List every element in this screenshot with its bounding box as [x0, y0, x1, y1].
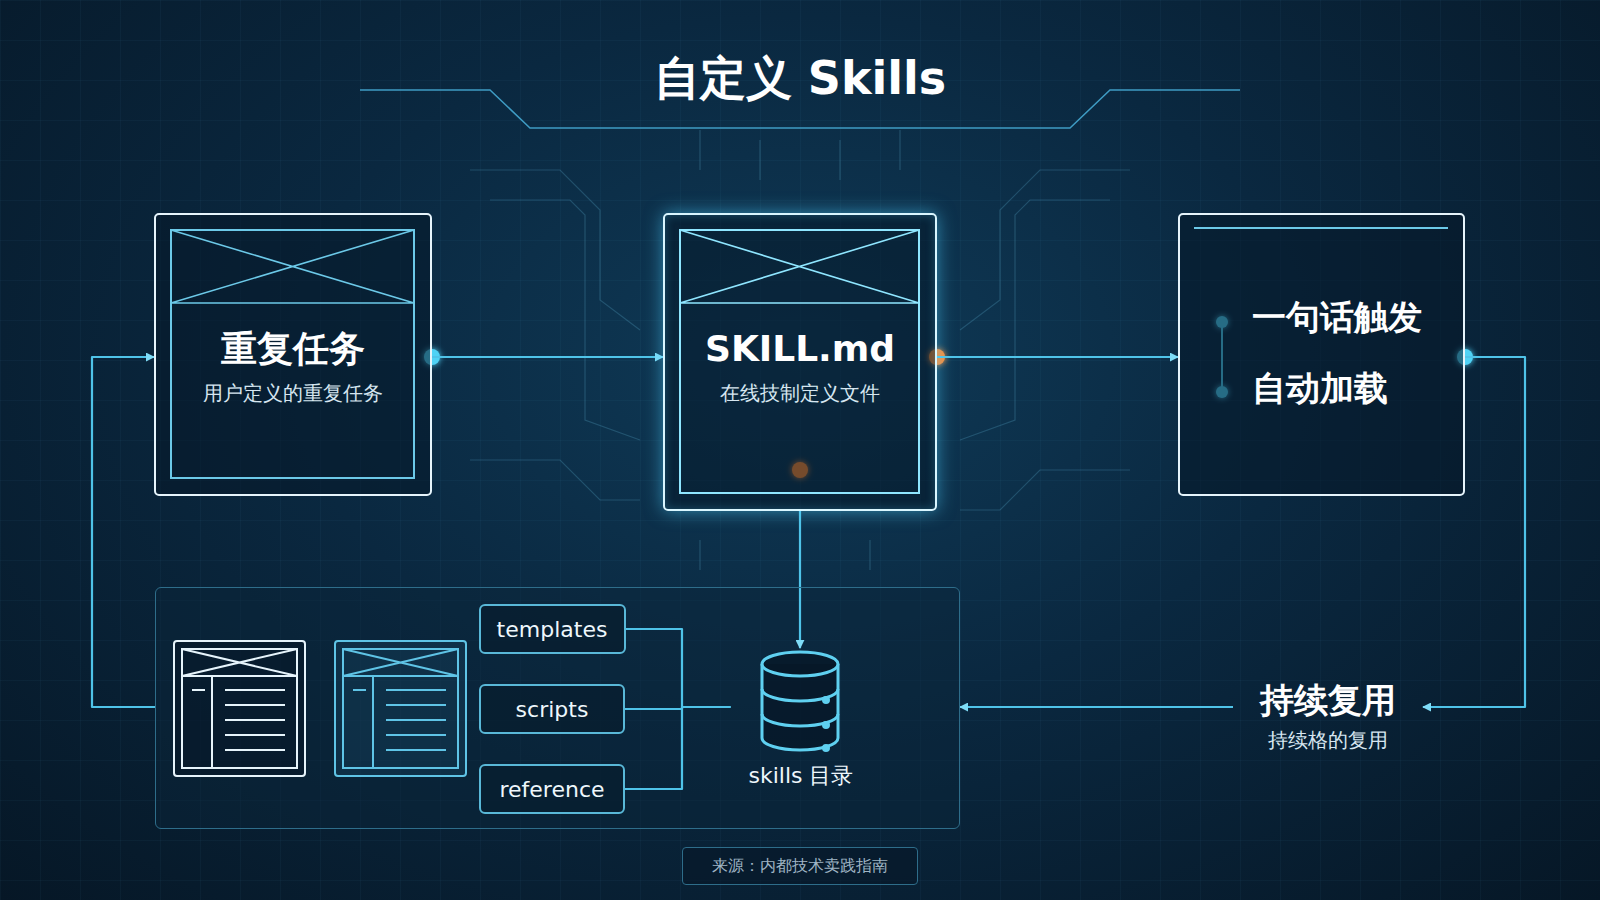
node-subtitle: 在线技制定义文件	[720, 380, 880, 406]
flow-connector	[937, 356, 1178, 358]
node-subtitle: 持续格的复用	[1268, 727, 1388, 754]
folder-tag: templates	[479, 604, 626, 654]
trigger-box: 一句话触发自动加载	[1178, 213, 1465, 496]
node-subtitle: 用户定义的重复任务	[203, 380, 383, 406]
database-icon	[762, 652, 838, 751]
node-subtitle: 自动加载	[1252, 368, 1388, 409]
flow-connector	[432, 356, 663, 358]
reuse-label: 持续复用持续格的复用	[1233, 680, 1423, 770]
process-box: 重复任务用户定义的重复任务	[154, 213, 432, 496]
node-title: 持续复用	[1260, 680, 1396, 721]
node-title: SKILL.md	[705, 327, 895, 370]
flow-connector	[960, 706, 1233, 708]
document-icon	[174, 641, 305, 776]
node-title: reference	[499, 777, 604, 802]
document-icon	[335, 641, 466, 776]
node-title: skills 目录	[749, 761, 854, 791]
source-caption: 来源：内都技术卖践指南	[682, 847, 918, 885]
flow-connector	[626, 629, 731, 707]
box-ornament	[1180, 215, 1462, 493]
flow-connector	[799, 511, 801, 648]
folder-tag: scripts	[479, 684, 625, 734]
node-title: 重复任务	[221, 327, 365, 370]
circuit-traces	[470, 130, 1130, 570]
inner-frame	[680, 230, 919, 493]
header-cross	[680, 230, 919, 303]
header-rule	[1194, 227, 1448, 229]
panel-fill	[155, 587, 960, 829]
node-title: templates	[497, 617, 608, 642]
skills-directory: skills 目录	[731, 648, 872, 803]
flow-connector	[92, 357, 155, 707]
folder-tag: reference	[479, 764, 625, 814]
inner-frame	[171, 230, 414, 478]
skills-panel: templates scripts reference skills 目录	[155, 587, 960, 829]
node-title: scripts	[516, 697, 589, 722]
flow-connector	[625, 707, 731, 789]
header-cross	[171, 230, 414, 303]
node-title: 一句话触发	[1252, 297, 1422, 338]
definition-box: SKILL.md 在线技制定义文件	[663, 213, 937, 511]
diagram-title: 自定义 Skills	[0, 48, 1600, 110]
